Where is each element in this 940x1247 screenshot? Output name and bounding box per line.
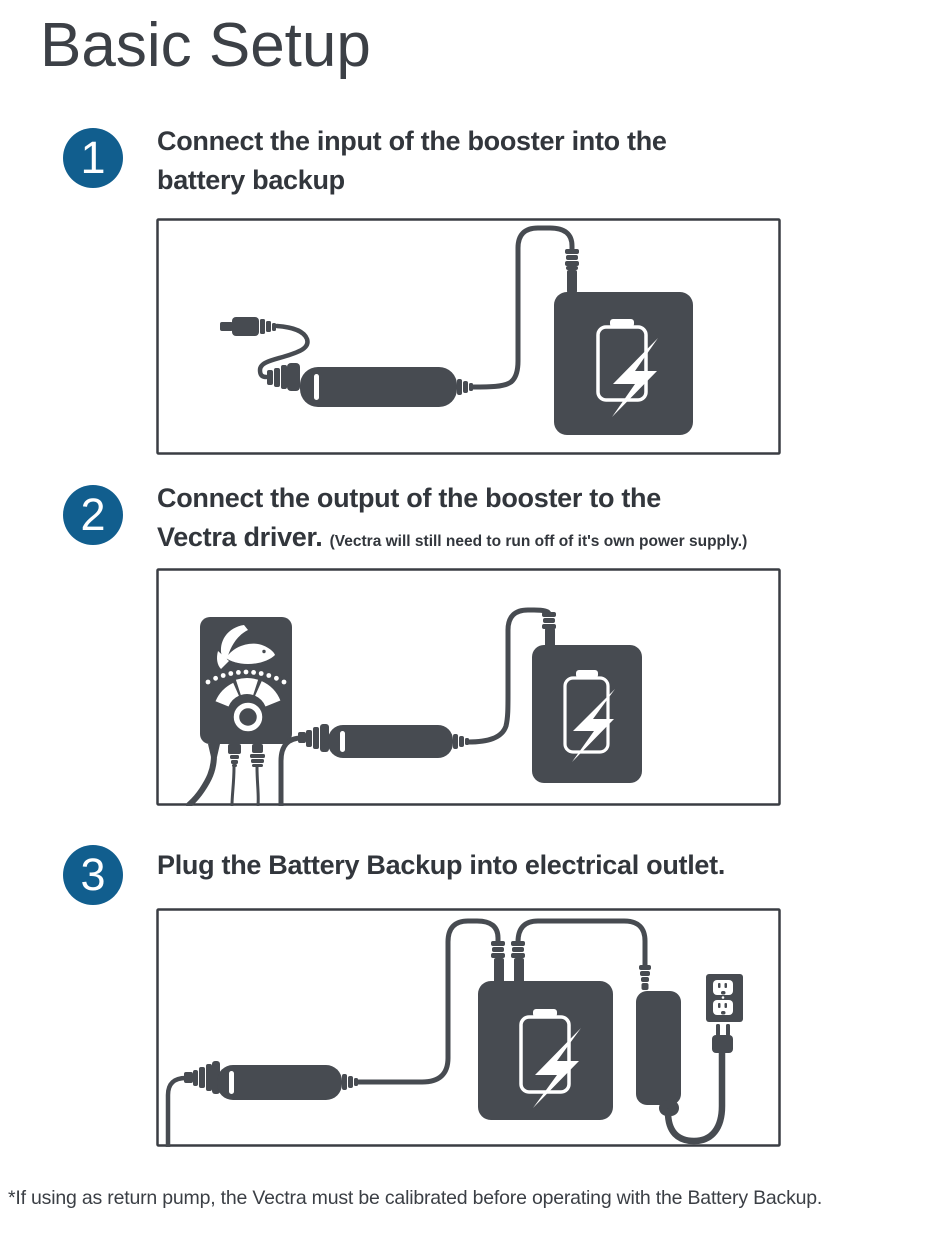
output-cable [465,607,552,745]
dc-plug-icon [491,941,505,983]
ac-cord [664,1048,726,1145]
booster-icon [184,1061,358,1100]
knob-ring-icon [233,702,263,732]
lightning-bolt-icon [612,338,658,417]
step-3-number-badge: 3 [63,845,123,905]
step-2-number-badge: 2 [63,485,123,545]
dc-plug-icon [542,612,556,647]
driver-cables [186,744,265,806]
step-2-heading: Connect the output of the booster to the… [157,479,877,561]
dc-plug-icon [565,249,579,293]
wall-outlet-icon [706,974,743,1022]
indicator-dots [205,669,287,685]
input-cable [278,735,305,806]
step-3-heading: Plug the Battery Backup into electrical … [157,846,877,885]
step-number: 2 [80,489,106,540]
illustration-step-2 [156,568,781,806]
dc-barrel-plug-icon [220,317,276,336]
battery-cap-icon [576,670,598,678]
dc-plug-icon [511,941,525,983]
step-heading-line2: battery backup [157,165,345,195]
footnote: *If using as return pump, the Vectra mus… [8,1187,823,1209]
page-title: Basic Setup [40,11,371,80]
fish-logo-icon [217,625,275,669]
battery-backup-icon [478,981,613,1120]
step-1-number-badge: 1 [63,128,123,188]
battery-cap-icon [610,319,634,327]
power-brick-icon [636,965,681,1116]
output-cable [469,225,575,390]
lightning-bolt-icon [533,1028,581,1108]
booster-icon [267,363,473,407]
illustration-frame [156,908,781,1147]
input-cable [257,323,310,380]
lightning-bolt-icon [572,689,615,762]
battery-backup-icon [554,292,693,435]
ac-plug-icon [712,1024,733,1053]
gauge-icon [215,678,281,707]
step-heading-line1: Connect the input of the booster into th… [157,126,667,156]
booster-icon [298,724,469,758]
illustration-step-1 [156,218,781,455]
input-cable [165,1075,189,1147]
step-heading-note: (Vectra will still need to run off of it… [329,533,748,550]
step-1-heading: Connect the input of the booster into th… [157,122,877,204]
step-number: 3 [80,849,106,900]
illustration-step-3 [156,908,781,1147]
vectra-driver-icon [186,617,292,806]
battery-backup-icon [532,645,642,783]
charger-cable [515,918,648,968]
step-number: 1 [80,132,106,183]
step-heading-line1: Plug the Battery Backup into electrical … [157,850,726,880]
step-heading-line1: Connect the output of the booster to the [157,483,661,513]
step-heading-line2: Vectra driver. (Vectra will still need t… [157,522,748,552]
output-cable [354,918,501,1085]
battery-cap-icon [533,1009,557,1017]
